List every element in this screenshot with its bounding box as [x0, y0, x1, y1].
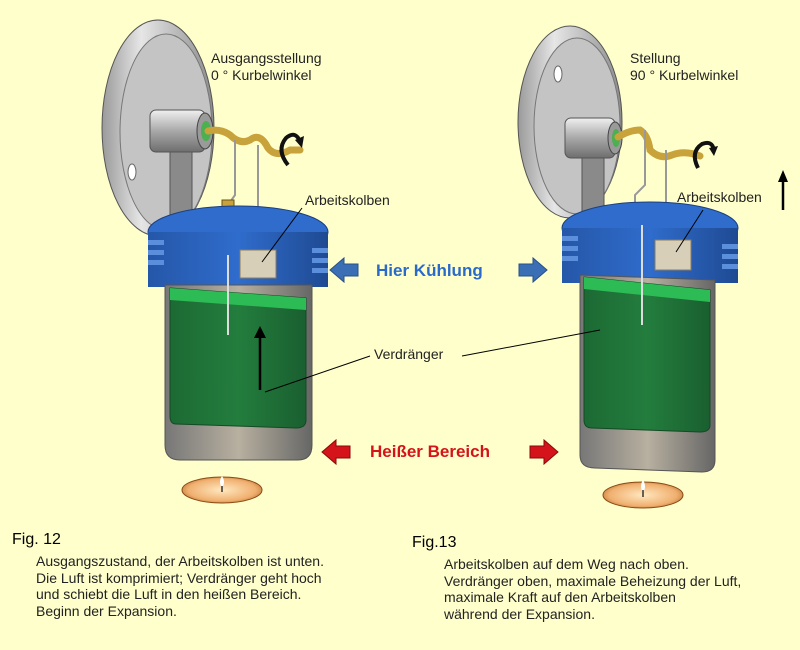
power-piston [239, 249, 277, 279]
caption-line: Arbeitskolben auf dem Weg nach oben. [444, 556, 689, 572]
caption-fig12: Ausgangszustand, der Arbeitskolben ist u… [36, 553, 324, 619]
position-label-line: Stellung [630, 50, 681, 66]
engine-fig13 [517, 25, 788, 509]
caption-fig13: Arbeitskolben auf dem Weg nach oben. Ver… [444, 556, 741, 622]
rotation-arrow-icon [279, 132, 302, 167]
displacer [169, 287, 307, 429]
engine-fig12 [101, 19, 329, 504]
figure-title-fig12: Fig. 12 [12, 531, 61, 548]
displacer [583, 276, 711, 433]
crankshaft [614, 126, 704, 161]
arrow-left-icon [329, 256, 359, 284]
position-label-line: Ausgangsstellung [211, 50, 322, 66]
leader-line-verdraenger-right [461, 329, 601, 357]
caption-line: Die Luft ist komprimiert; Verdränger geh… [36, 569, 322, 586]
label-arbeitskolben-fig13: Arbeitskolben [677, 189, 762, 205]
caption-line: maximale Kraft auf den Arbeitskolben [444, 589, 676, 605]
leader-line-verdraenger-left [264, 355, 371, 393]
cylinder-head-cooler [561, 201, 739, 283]
cylinder-head-cooler [147, 205, 329, 287]
position-label-fig13: Stellung 90 ° Kurbelwinkel [630, 50, 738, 84]
caption-line: Verdränger oben, maximale Beheizung der … [444, 572, 742, 589]
caption-line: und schiebt die Luft in den heißen Berei… [36, 586, 302, 602]
crank-angle-label: 90 ° Kurbelwinkel [630, 67, 739, 83]
power-piston [654, 239, 692, 271]
figure-title-fig13: Fig.13 [412, 534, 457, 551]
arrow-right-icon [518, 256, 548, 284]
crank-angle-label: 0 ° Kurbelwinkel [211, 67, 312, 83]
arrow-right-icon [529, 438, 559, 466]
label-verdraenger: Verdränger [374, 346, 444, 362]
cooling-zone-label: Hier Kühlung [376, 261, 483, 280]
caption-line: während der Expansion. [444, 605, 595, 622]
caption-line: Ausgangszustand, der Arbeitskolben ist u… [36, 553, 324, 569]
leader-line-arbeitskolben-right [675, 209, 704, 253]
candle-heat-source [602, 480, 684, 509]
bearing-hub [149, 109, 214, 153]
arrow-left-icon [321, 438, 351, 466]
position-label-fig12: Ausgangsstellung 0 ° Kurbelwinkel [211, 50, 322, 84]
crankshaft [204, 126, 304, 157]
label-arbeitskolben-fig12: Arbeitskolben [305, 192, 390, 208]
candle-heat-source [181, 476, 263, 504]
hot-zone-label: Heißer Bereich [370, 442, 490, 461]
bearing-hub [564, 117, 623, 159]
rotation-arrow-icon [692, 140, 716, 169]
caption-line: Beginn der Expansion. [36, 602, 177, 619]
leader-line-arbeitskolben-left [261, 207, 303, 263]
